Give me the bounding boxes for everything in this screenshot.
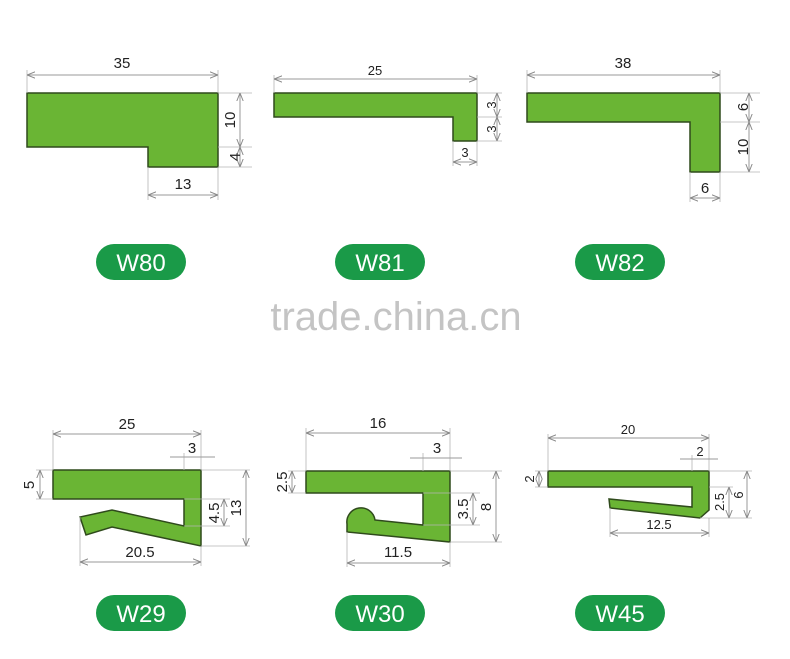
dim-label: 8 [478,503,495,511]
profile-w29-shape [52,469,202,547]
profile-name: W30 [355,601,404,628]
dim-label: 25 [368,63,382,78]
profile-name: W80 [116,250,165,277]
dim-label: 2.5 [274,472,291,493]
dim-label: 3.5 [455,499,472,520]
label-w30: W30 [335,595,425,631]
dim-label: 12.5 [646,517,671,532]
dim-label: 16 [370,415,387,432]
label-w82: W82 [575,244,665,280]
dim-label: 38 [615,55,632,72]
dim-label: 6 [731,491,746,498]
dim-label: 20 [621,422,635,437]
label-w80: W80 [96,244,186,280]
dim-label: 25 [119,416,136,433]
dim-label: 20.5 [125,544,154,561]
dim-label: 10 [735,139,752,156]
label-w45: W45 [575,595,665,631]
profile-w82: 38 6 10 6 [526,55,760,202]
profile-name: W29 [116,601,165,628]
profile-w45: 20 2 2 2.5 6 12.5 [522,422,752,537]
profile-w80-shape [26,92,219,168]
dim-label: 5 [21,481,38,489]
profile-w30: 16 3 2.5 3.5 8 11.5 [274,415,502,567]
watermark: trade.china.cn [270,295,521,339]
profile-name: W45 [595,601,644,628]
profile-name: W81 [355,250,404,277]
dim-label: 3 [433,440,441,457]
dim-label: 13 [228,500,245,517]
dim-label: 2 [522,475,537,482]
dim-label: 13 [175,176,192,193]
profile-w82-shape [526,92,721,173]
profile-w81: 25 3 3 3 [273,63,502,166]
dim-label: 3 [188,440,196,457]
dim-label: 6 [735,103,752,111]
profile-name: W82 [595,250,644,277]
label-w81: W81 [335,244,425,280]
profile-w80: 35 10 4 13 [26,55,252,200]
dim-label: 4.5 [206,503,223,524]
dim-label: 4 [227,153,244,161]
dim-label: 35 [114,55,131,72]
dim-label: 10 [222,112,239,129]
profile-w30-shape [305,470,451,543]
dim-label: 11.5 [384,544,412,561]
dim-label: 2 [696,444,703,459]
dim-label: 3 [484,101,499,108]
profile-w29: 25 3 5 4.5 13 20.5 [21,416,250,566]
profile-w45-shape [547,470,710,519]
dim-label: 3 [461,145,468,160]
dim-label: 3 [484,125,499,132]
label-w29: W29 [96,595,186,631]
dim-label: 6 [701,180,709,197]
profile-w81-shape [273,92,478,142]
dim-label: 2.5 [712,493,727,511]
